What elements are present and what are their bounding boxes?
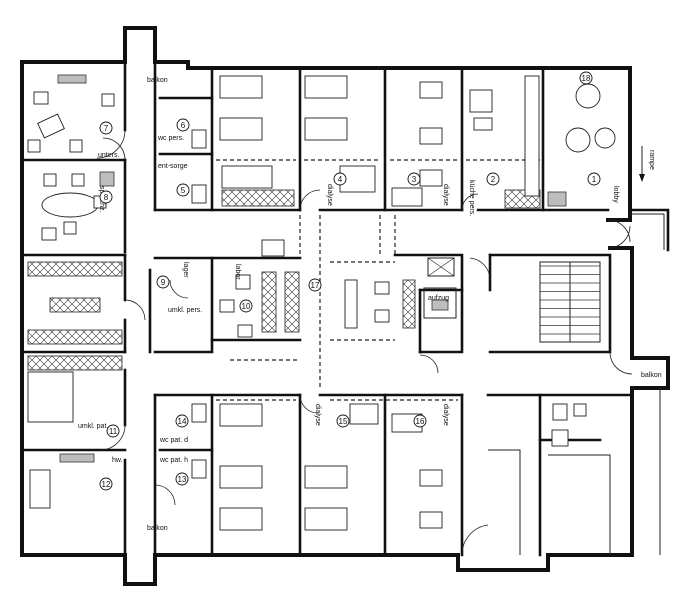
label-dialyse-4: dialyse	[442, 404, 449, 426]
label-dialyse-3: dialyse	[314, 404, 321, 426]
room-number-1: 1	[587, 172, 601, 186]
svg-text:9: 9	[161, 278, 166, 287]
svg-text:18: 18	[582, 74, 591, 83]
dashed-partitions	[216, 159, 540, 401]
outer-walls	[20, 26, 670, 586]
svg-text:11: 11	[109, 427, 118, 436]
svg-text:8: 8	[104, 193, 109, 202]
label-rampe: rampe	[648, 150, 655, 170]
furniture	[27, 74, 616, 531]
label-lager: lager	[182, 262, 189, 278]
svg-text:5: 5	[181, 186, 186, 195]
svg-text:1: 1	[592, 175, 597, 184]
room-number-4: 4	[333, 172, 347, 186]
svg-text:17: 17	[311, 281, 320, 290]
room-number-3: 3	[407, 172, 421, 186]
room-number-10: 10	[239, 299, 253, 313]
svg-text:15: 15	[339, 417, 348, 426]
svg-text:10: 10	[242, 302, 251, 311]
room-number-5: 5	[176, 183, 190, 197]
svg-text:2: 2	[491, 175, 496, 184]
label-labor: labor	[234, 264, 241, 280]
label-entsorge: ent-sorge	[158, 163, 188, 170]
room-number-18: 18	[579, 71, 593, 85]
rampe-arrow	[639, 146, 645, 182]
room-number-16: 16	[413, 414, 427, 428]
staircase	[539, 261, 601, 343]
room-number-11: 11	[106, 424, 120, 438]
label-unters: unters.	[98, 152, 119, 159]
room-number-2: 2	[486, 172, 500, 186]
label-lobby: lobby	[612, 186, 619, 203]
label-umkl-pers: umkl. pers.	[168, 307, 202, 314]
svg-text:6: 6	[181, 121, 186, 130]
label-hw: hw.	[112, 457, 123, 464]
label-wc-pers: wc pers.	[157, 135, 184, 142]
svg-text:13: 13	[178, 475, 187, 484]
label-balkon-bottom: balkon	[147, 525, 168, 532]
label-balkon-right: balkon	[641, 372, 662, 379]
doors	[96, 129, 633, 556]
svg-text:12: 12	[102, 480, 111, 489]
room-labels: balkon balkon balkon unters. sprechz. wc…	[78, 77, 662, 532]
room-number-12: 12	[99, 477, 113, 491]
room-number-14: 14	[175, 414, 189, 428]
label-balkon-top: balkon	[147, 77, 168, 84]
room-number-6: 6	[176, 118, 190, 132]
room-number-17: 17	[308, 278, 322, 292]
internal-walls	[20, 60, 634, 557]
label-wc-pat-h: wc pat. h	[159, 457, 188, 464]
label-wc-pat-d: wc pat. d	[159, 437, 188, 444]
svg-text:4: 4	[338, 175, 343, 184]
room-number-13: 13	[175, 472, 189, 486]
label-kuche-pers: küche pers.	[468, 180, 475, 216]
label-dialyse-2: dialyse	[442, 184, 449, 206]
label-dialyse-1: dialyse	[326, 184, 333, 206]
label-umkl-pat: umkl. pat.	[78, 423, 108, 430]
room-number-8: 8	[99, 190, 113, 204]
room-number-15: 15	[336, 414, 350, 428]
svg-text:7: 7	[104, 124, 109, 133]
svg-text:16: 16	[416, 417, 425, 426]
room-number-7: 7	[99, 121, 113, 135]
svg-text:14: 14	[178, 417, 187, 426]
room-numbers: 1 2 3 4 5 6 7 8 9 10 11 12 13 14 15 16 1…	[99, 71, 601, 491]
svg-text:3: 3	[412, 175, 417, 184]
label-aufzug: aufzug	[428, 295, 449, 302]
room-number-9: 9	[156, 275, 170, 289]
